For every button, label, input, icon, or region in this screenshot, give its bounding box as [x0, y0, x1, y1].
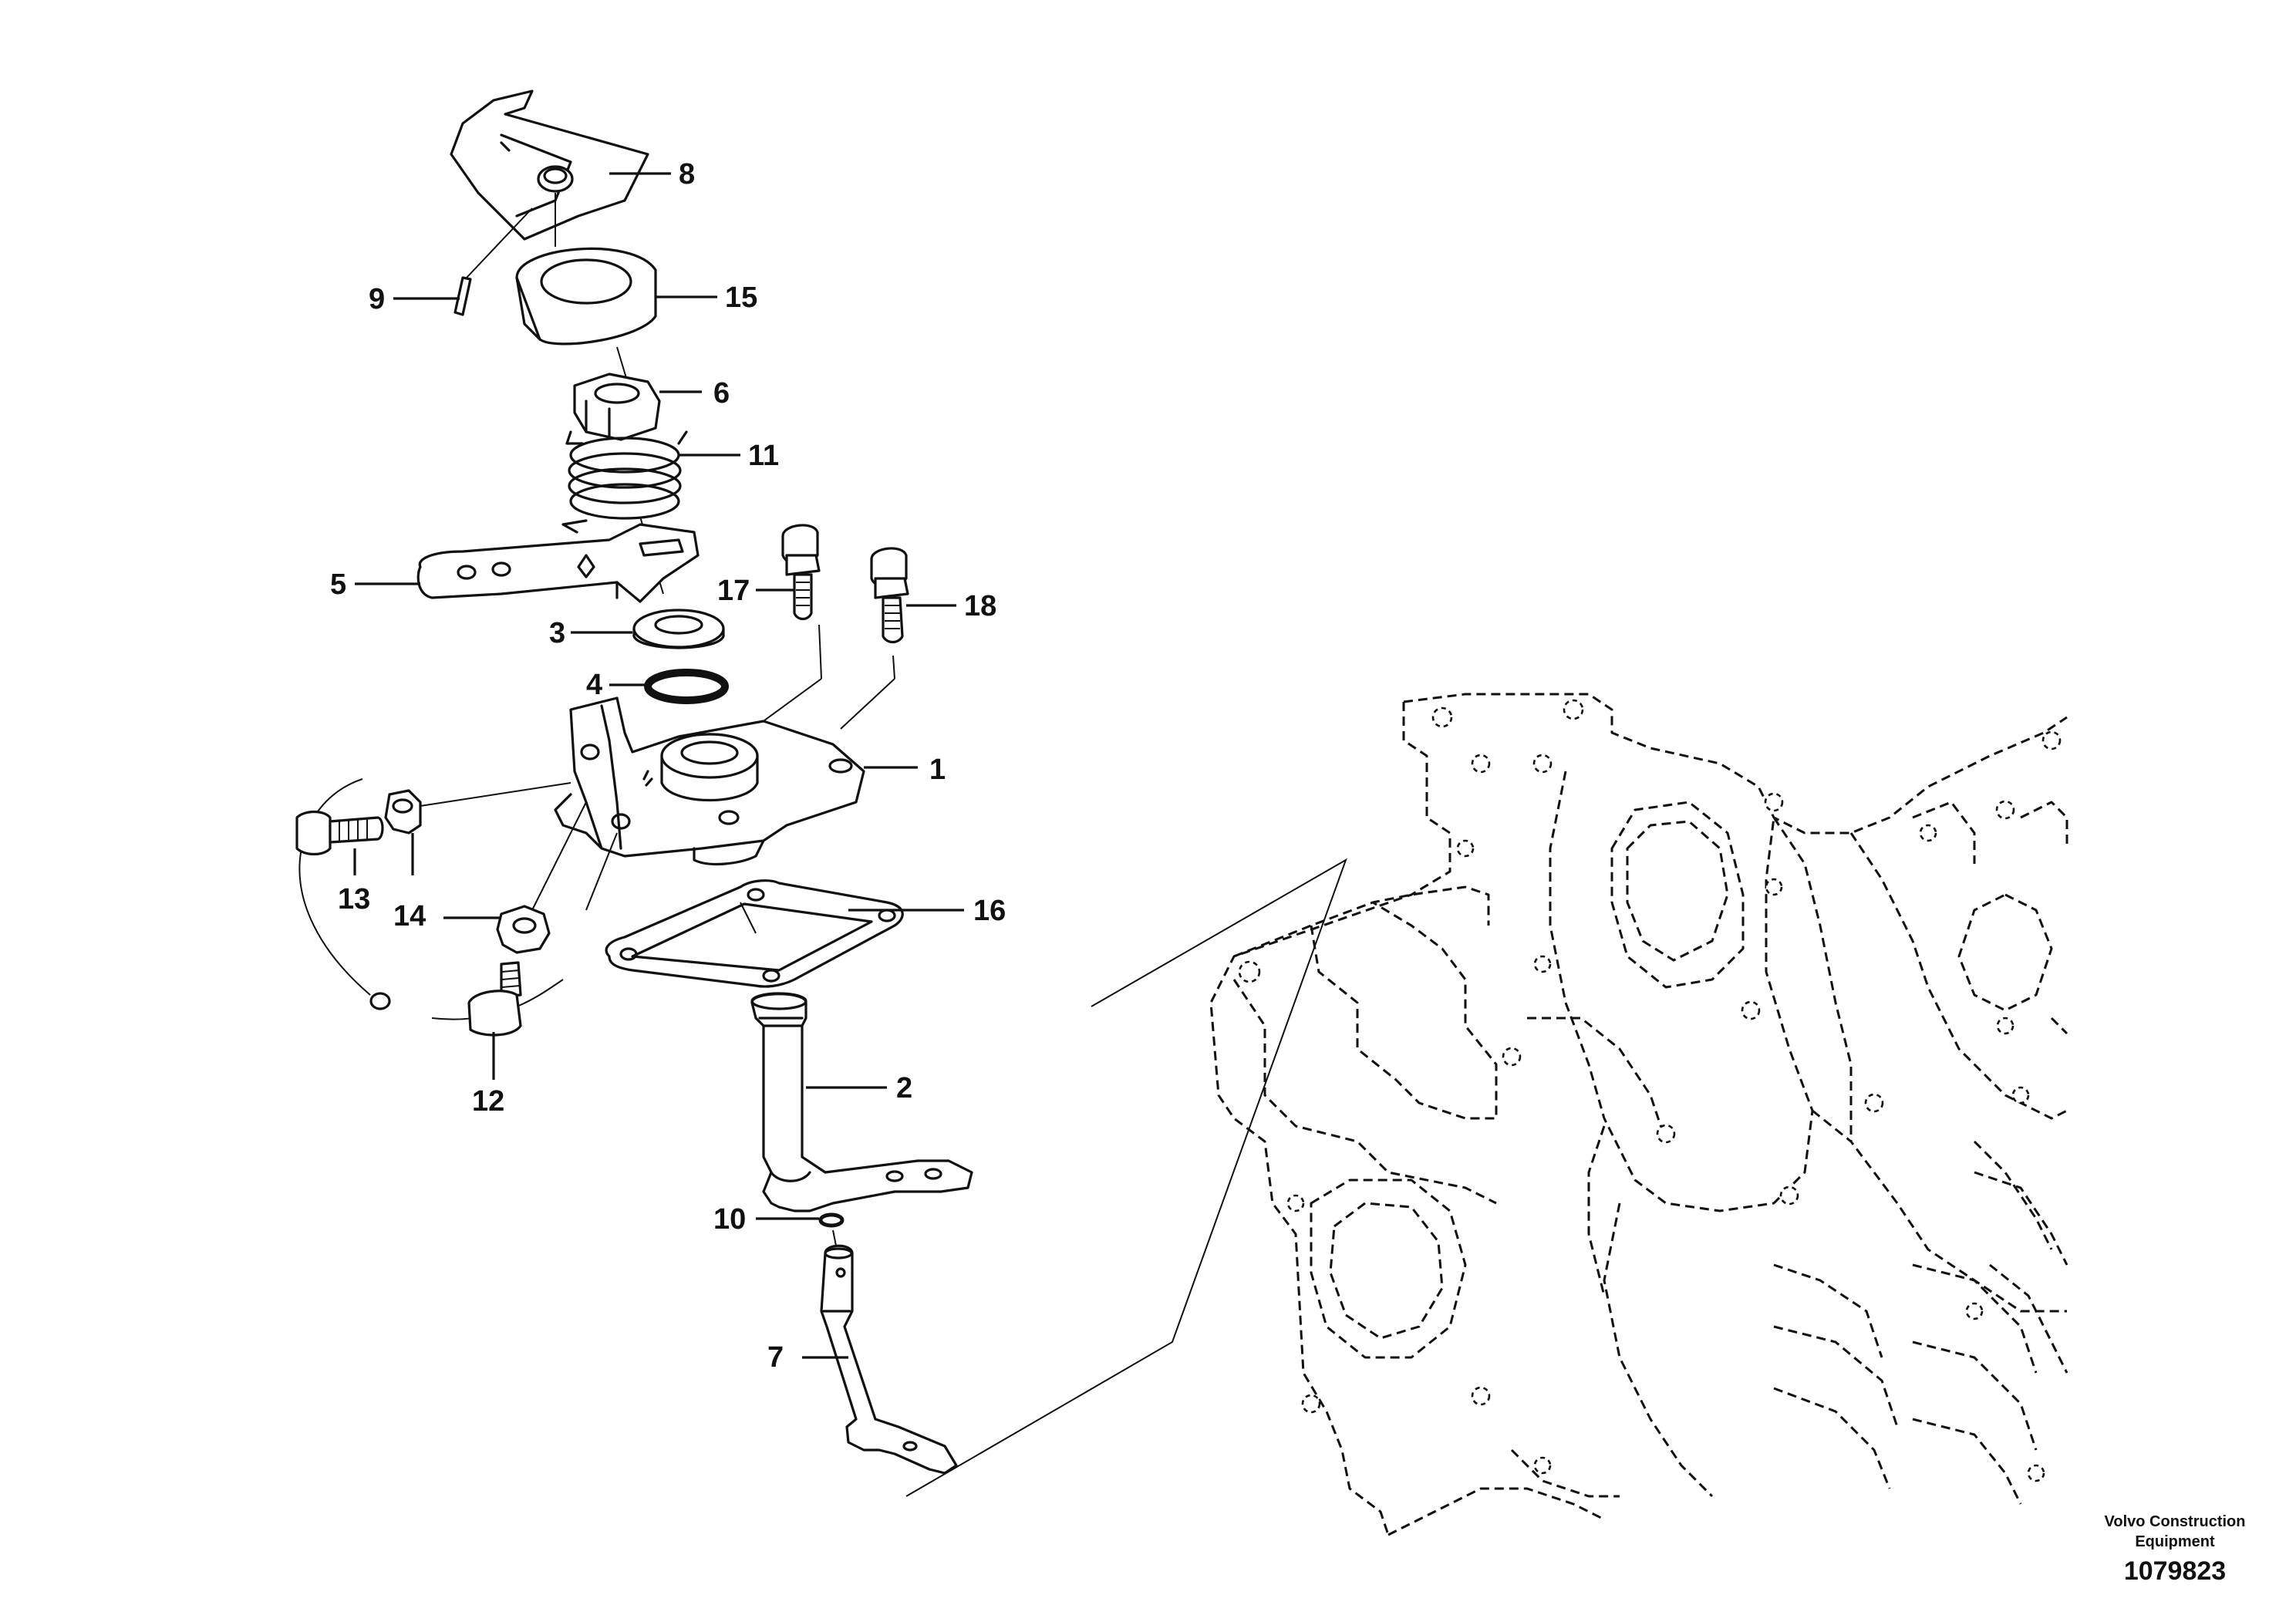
- part-12-bolt: [467, 961, 522, 1037]
- part-7-shaft: [820, 1244, 958, 1475]
- part-8-lever-bracket: [450, 89, 649, 241]
- part-18-bolt: [870, 547, 909, 644]
- callout-17: 17: [717, 575, 750, 607]
- part-13-bolt: [295, 810, 384, 856]
- callout-3: 3: [549, 617, 565, 649]
- part-4-o-ring: [644, 669, 729, 704]
- company-line-2: Equipment: [2135, 1533, 2215, 1550]
- part-17-bolt: [781, 524, 821, 621]
- part-9-roll-pin: [453, 207, 533, 316]
- callout-labels: 1 2 3 4 5 6 7 8 9 10 11 12 13 14 15 16 1…: [330, 158, 1006, 1374]
- part-14-nut-upper: [384, 789, 422, 835]
- part-14-nut-lower: [496, 905, 551, 954]
- part-16-gasket: [605, 879, 904, 988]
- callout-2: 2: [896, 1072, 912, 1104]
- callout-leaders: [353, 172, 964, 1359]
- callout-13: 13: [338, 883, 370, 916]
- callout-6: 6: [713, 377, 730, 410]
- engine-block-outline: [1209, 693, 2068, 1536]
- part-6-hex-nut: [573, 373, 661, 441]
- part-5-plate-lever: [416, 523, 700, 603]
- dowel-pin: [369, 992, 391, 1010]
- callout-11: 11: [748, 440, 779, 472]
- part-1-housing: [554, 696, 865, 866]
- part-3-washer: [632, 609, 725, 649]
- part-15-collar: [515, 247, 657, 346]
- callout-5: 5: [330, 568, 346, 601]
- part-2-shaft-lever: [750, 992, 973, 1212]
- callout-9: 9: [369, 283, 385, 315]
- callout-12: 12: [472, 1085, 504, 1118]
- assembly-reference-lines: [298, 778, 1347, 1497]
- callout-14: 14: [393, 900, 426, 932]
- callout-18: 18: [964, 590, 996, 622]
- company-name: Volvo Construction Equipment: [2075, 1512, 2275, 1552]
- part-11-torsion-spring: [561, 430, 688, 534]
- callout-16: 16: [973, 895, 1006, 927]
- callout-7: 7: [767, 1341, 784, 1374]
- callout-1: 1: [929, 754, 946, 786]
- part-10-small-o-ring: [818, 1212, 845, 1228]
- illustration-code: 1079823: [2123, 1556, 2227, 1586]
- callout-4: 4: [586, 669, 602, 701]
- callout-8: 8: [679, 158, 695, 191]
- callout-15: 15: [725, 282, 757, 314]
- callout-10: 10: [713, 1203, 746, 1236]
- company-line-1: Volvo Construction: [2104, 1513, 2246, 1530]
